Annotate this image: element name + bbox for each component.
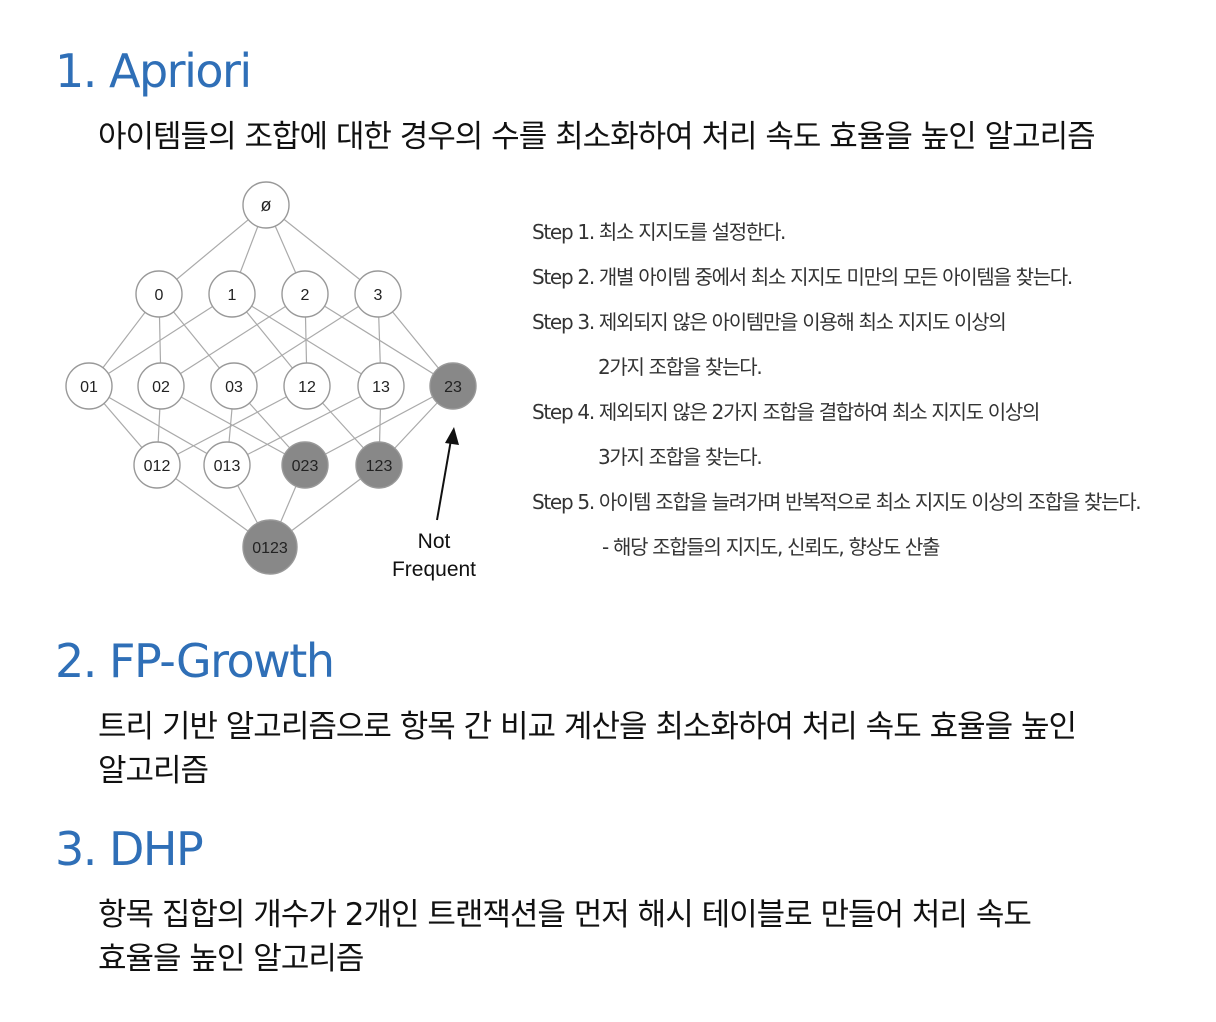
description-line: 효율을 높인 알고리즘	[98, 941, 364, 977]
lattice-node	[357, 362, 405, 410]
annotation-arrow	[436, 433, 453, 521]
description-line: 알고리즘	[98, 753, 209, 789]
section-description-dhp: 항목 집합의 개수가 2개인 트랜잭션을 먼저 해시 테이블로 만들어 처리 속…	[98, 893, 1032, 981]
lattice-node	[137, 362, 185, 410]
section-title-fp-growth: 2. FP-Growth	[55, 634, 335, 688]
section-title-apriori: 1. Apriori	[55, 44, 252, 98]
section-title-dhp: 3. DHP	[55, 822, 204, 876]
lattice-node-label: 01	[80, 379, 98, 396]
step-note: - 해당 조합들의 지지도, 신뢰도, 향상도 산출	[602, 535, 940, 559]
lattice-node-label: 0123	[252, 540, 288, 557]
lattice-node	[135, 270, 183, 318]
lattice-node-label: 02	[152, 379, 170, 396]
step-step: Step 4. 제외되지 않은 2가지 조합을 결합하여 최소 지지도 이상의	[532, 400, 1040, 424]
step-step: Step 3. 제외되지 않은 아이템만을 이용해 최소 지지도 이상의	[532, 310, 1007, 334]
lattice-node-label: 3	[374, 287, 383, 304]
lattice-edge	[156, 385, 308, 466]
step-step: Step 2. 개별 아이템 중에서 최소 지지도 미만의 모든 아이템을 찾는…	[532, 265, 1073, 289]
description-line: 아이템들의 조합에 대한 경우의 수를 최소화하여 처리 속도 효율을 높인 알…	[98, 119, 1096, 155]
description-line: 트리 기반 알고리즘으로 항목 간 비교 계산을 최소화하여 처리 속도 효율을…	[98, 709, 1077, 745]
lattice-node-infrequent	[429, 362, 477, 410]
lattice-node	[242, 181, 290, 229]
lattice-node	[203, 441, 251, 489]
lattice-node	[133, 441, 181, 489]
step-step: Step 1. 최소 지지도를 설정한다.	[532, 220, 786, 244]
lattice-node	[65, 362, 113, 410]
apriori-steps-list: Step 1. 최소 지지도를 설정한다. Step 2. 개별 아이템 중에서 …	[532, 214, 1212, 574]
description-line: 항목 집합의 개수가 2개인 트랜잭션을 먼저 해시 테이블로 만들어 처리 속…	[98, 897, 1032, 933]
step-cont: 2가지 조합을 찾는다.	[598, 355, 763, 379]
lattice-node-label: ø	[261, 195, 272, 215]
lattice-node-infrequent	[281, 441, 329, 489]
lattice-edge	[88, 293, 233, 387]
lattice-node-label: 012	[144, 458, 171, 475]
lattice-edge	[304, 385, 454, 466]
lattice-node-label: 13	[372, 379, 390, 396]
step-cont: 3가지 조합을 찾는다.	[598, 445, 763, 469]
lattice-node	[354, 270, 402, 318]
lattice-node	[210, 362, 258, 410]
step-step: Step 5. 아이템 조합을 늘려가며 반복적으로 최소 지지도 이상의 조합…	[532, 490, 1142, 514]
lattice-edge	[160, 293, 306, 387]
lattice-node-label: 013	[214, 458, 241, 475]
lattice-edge	[226, 385, 382, 466]
lattice-node	[283, 362, 331, 410]
lattice-node-infrequent	[242, 519, 298, 575]
annotation-line-not: Not	[418, 530, 451, 553]
lattice-node-label: 0	[155, 287, 164, 304]
lattice-node-label: 03	[225, 379, 243, 396]
lattice-node-label: 12	[298, 379, 316, 396]
lattice-edge	[233, 293, 379, 387]
lattice-node-infrequent	[355, 441, 403, 489]
annotation-arrowhead	[445, 427, 459, 445]
not-frequent-annotation: Not Frequent	[392, 427, 476, 581]
lattice-edge	[265, 204, 379, 295]
lattice-node-label: 023	[292, 458, 319, 475]
lattice-node	[281, 270, 329, 318]
annotation-line-frequent: Frequent	[392, 558, 476, 581]
section-description-apriori: 아이템들의 조합에 대한 경우의 수를 최소화하여 처리 속도 효율을 높인 알…	[98, 115, 1096, 159]
lattice-node-label: 23	[444, 379, 462, 396]
lattice-node-label: 123	[366, 458, 393, 475]
section-description-fp-growth: 트리 기반 알고리즘으로 항목 간 비교 계산을 최소화하여 처리 속도 효율을…	[98, 705, 1077, 793]
lattice-node-label: 1	[228, 287, 237, 304]
lattice-node-label: 2	[301, 287, 310, 304]
lattice-edge	[88, 385, 228, 466]
lattice-node	[208, 270, 256, 318]
